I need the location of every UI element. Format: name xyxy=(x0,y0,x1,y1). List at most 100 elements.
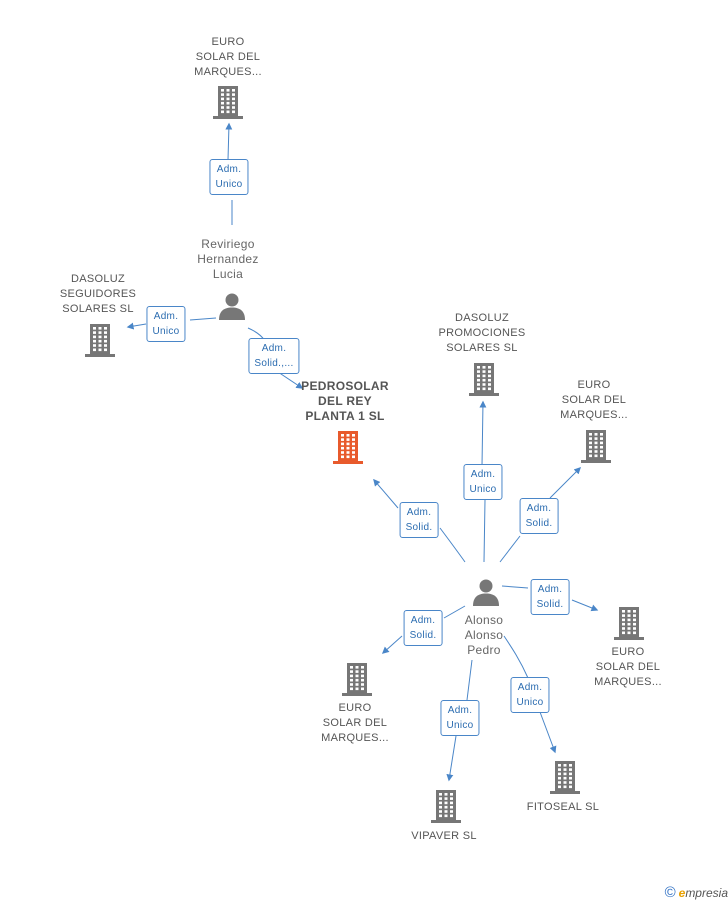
edge-alonso-to-vipaver xyxy=(449,659,473,780)
node-label[interactable]: EURO SOLAR DEL MARQUES... xyxy=(594,645,662,690)
copyright-symbol: © xyxy=(664,884,676,901)
company-node-icon[interactable] xyxy=(612,605,646,646)
building-icon xyxy=(431,790,461,823)
role-badge-euro4[interactable]: Adm.Solid. xyxy=(403,610,443,646)
node-label-line: SOLAR DEL xyxy=(195,51,261,63)
role-badge-line: Adm. xyxy=(517,682,543,693)
role-badge-line: Solid.,... xyxy=(254,358,294,369)
company-node-icon[interactable] xyxy=(548,759,582,800)
person-icon xyxy=(473,579,499,606)
company-node-icon[interactable] xyxy=(340,661,374,702)
role-badge-line: Solid. xyxy=(536,599,564,610)
node-label-line: SOLAR DEL xyxy=(595,661,661,673)
edge-alonso-to-fitoseal xyxy=(503,635,555,752)
company-node-icon[interactable] xyxy=(331,429,365,470)
company-node-icon[interactable] xyxy=(579,428,613,469)
edge-alonso-to-dasoluz_prom xyxy=(482,402,485,563)
node-label-line: DEL REY xyxy=(318,394,372,408)
role-badge-line: Adm. xyxy=(261,343,287,354)
node-label-line: EURO xyxy=(338,702,372,714)
role-badge-euro2[interactable]: Adm. Solid. xyxy=(519,498,559,534)
role-badge-line: Unico xyxy=(469,484,497,495)
role-badge-euro3[interactable]: Adm. Solid. xyxy=(530,579,570,615)
role-badge-line: Adm. xyxy=(216,164,242,175)
role-badge-line: Adm. xyxy=(470,469,496,480)
role-badge-line: Adm. xyxy=(447,705,473,716)
node-label-line: Hernandez xyxy=(197,252,259,266)
node-label-line: DASOLUZ xyxy=(454,312,510,324)
role-badge-pedrosolar[interactable]: Adm. Solid.,... xyxy=(248,338,300,374)
role-badge-line: Adm. xyxy=(153,311,179,322)
role-badge-dasoluz_seg[interactable]: Adm. Unico xyxy=(146,306,186,342)
edge-alonso-to-euro3 xyxy=(501,585,597,610)
node-label-line: SOLARES SL xyxy=(62,303,134,315)
node-label-line: SEGUIDORES xyxy=(59,288,137,300)
company-node-icon[interactable] xyxy=(467,361,501,402)
node-label-line: MARQUES... xyxy=(321,732,389,744)
role-badge-line: Solid. xyxy=(525,518,553,529)
node-label-line: EURO xyxy=(611,646,645,658)
node-label-line: MARQUES... xyxy=(194,66,262,78)
role-badge-euro1[interactable]: Adm. Unico xyxy=(209,159,249,195)
node-label-line: PLANTA 1 SL xyxy=(305,409,385,423)
person-node-icon[interactable] xyxy=(217,291,247,326)
node-label-line: Reviriego xyxy=(201,237,255,251)
node-label-line: MARQUES... xyxy=(594,676,662,688)
company-node-icon[interactable] xyxy=(211,84,245,125)
building-icon xyxy=(342,663,372,696)
building-icon xyxy=(550,761,580,794)
node-label-line: EURO xyxy=(577,379,611,391)
node-label-line: MARQUES... xyxy=(560,409,628,421)
node-label-line: PEDROSOLAR xyxy=(301,379,389,393)
node-label[interactable]: DASOLUZ PROMOCIONES SOLARES SL xyxy=(438,311,525,356)
node-label-line: Alonso xyxy=(464,613,504,627)
person-node-icon[interactable] xyxy=(471,577,501,612)
edge-alonso-to-euro4 xyxy=(383,605,466,653)
edge-alonso-to-euro2 xyxy=(499,468,580,563)
role-badge-fitoseal[interactable]: Adm. Unico xyxy=(510,677,550,713)
role-badge-line: Unico xyxy=(516,697,544,708)
node-label[interactable]: FITOSEAL SL xyxy=(527,800,599,815)
node-label-line: SOLAR DEL xyxy=(561,394,627,406)
brand-name[interactable]: empresia xyxy=(679,886,728,900)
node-label-line: Pedro xyxy=(467,643,501,657)
node-label-line: EURO xyxy=(211,36,245,48)
node-label[interactable]: EURO SOLAR DEL MARQUES... xyxy=(560,378,628,423)
node-label-line: DASOLUZ xyxy=(70,273,126,285)
brand-initial: e xyxy=(678,886,686,900)
company-node-icon[interactable] xyxy=(83,322,117,363)
edge-reviriego-to-dasoluz_seg xyxy=(128,317,217,327)
role-badge-line: Adm. xyxy=(537,584,563,595)
node-label[interactable]: DASOLUZ SEGUIDORES SOLARES SL xyxy=(60,272,136,317)
role-badge-line: Solid. xyxy=(405,522,433,533)
building-icon xyxy=(85,324,115,357)
edge-reviriego-to-euro1 xyxy=(228,124,232,225)
person-icon xyxy=(219,293,245,320)
brand-rest: mpresia xyxy=(685,886,728,900)
node-label-line: Alonso xyxy=(464,628,504,642)
node-label[interactable]: EURO SOLAR DEL MARQUES... xyxy=(194,35,262,80)
company-node-icon[interactable] xyxy=(429,788,463,829)
role-badge-pedrosolar[interactable]: Adm.Solid. xyxy=(399,502,439,538)
node-label-line: SOLARES SL xyxy=(446,342,518,354)
footer-brand: ©empresia xyxy=(665,884,728,901)
building-icon xyxy=(213,86,243,119)
role-badge-dasoluz_prom[interactable]: Adm. Unico xyxy=(463,464,503,500)
node-label-line: FITOSEAL SL xyxy=(526,801,600,813)
node-label-line: PROMOCIONES xyxy=(438,327,526,339)
role-badge-line: Unico xyxy=(152,326,180,337)
role-badge-vipaver[interactable]: Adm. Unico xyxy=(440,700,480,736)
role-badge-line: Adm. xyxy=(526,503,552,514)
role-badge-line: Solid. xyxy=(409,630,437,641)
role-badge-line: Unico xyxy=(446,720,474,731)
building-icon xyxy=(469,363,499,396)
role-badge-line: Unico xyxy=(215,179,243,190)
edge-alonso-to-pedrosolar xyxy=(374,480,466,563)
node-label[interactable]: VIPAVER SL xyxy=(411,829,477,844)
building-icon xyxy=(333,431,363,464)
